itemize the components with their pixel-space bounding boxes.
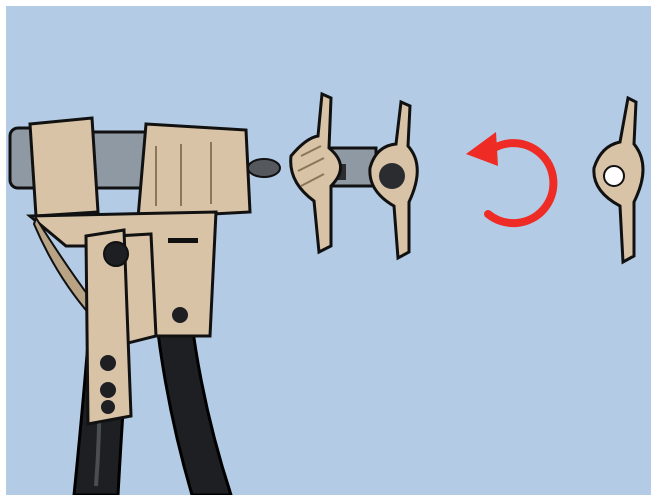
set-screw [248, 159, 280, 177]
pivot-bolt-right [172, 307, 188, 323]
rear-block [30, 118, 98, 216]
frame-slot [168, 238, 198, 243]
link-bolt-2 [100, 382, 116, 398]
illustration-frame [6, 6, 651, 495]
link-bolt-3 [101, 400, 115, 414]
die-right-hole [379, 163, 405, 189]
die-removed-hole [604, 166, 624, 186]
pivot-bolt-upper [104, 242, 128, 266]
front-block [138, 124, 250, 218]
link-bolt-1 [100, 355, 116, 371]
crimping-tool-illustration [6, 6, 651, 495]
